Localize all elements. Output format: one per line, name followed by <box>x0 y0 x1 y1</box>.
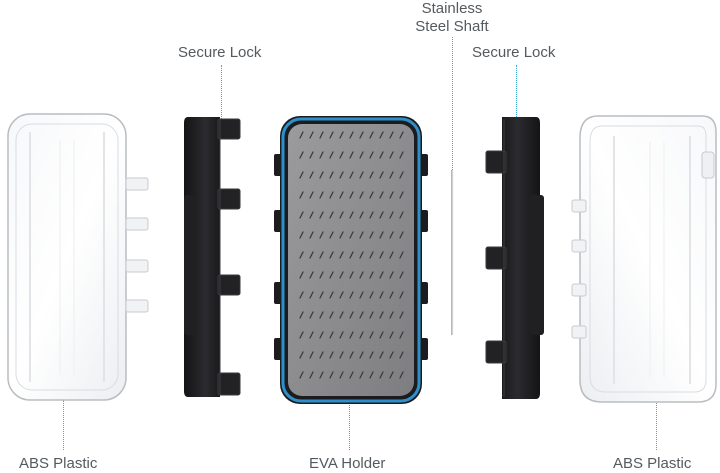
secure-lock-right <box>485 117 544 399</box>
secure-lock-left <box>184 117 241 397</box>
label-abs-plastic-left: ABS Plastic <box>19 455 98 472</box>
label-secure-lock-right: Secure Lock <box>472 44 556 61</box>
label-abs-plastic-right: ABS Plastic <box>613 455 692 472</box>
abs-plastic-lid-left <box>7 113 149 401</box>
leader-stainless-shaft <box>452 37 453 172</box>
label-stainless-line1: Stainless <box>421 0 483 17</box>
label-stainless-steel-shaft: Stainless Steel Shaft <box>404 0 500 36</box>
label-secure-lock-left: Secure Lock <box>178 44 262 61</box>
eva-holder-box <box>274 116 428 404</box>
abs-plastic-lid-right <box>571 115 717 403</box>
leader-secure-lock-right <box>516 65 517 123</box>
label-stainless-line2: Steel Shaft <box>415 18 489 35</box>
label-eva-holder: EVA Holder <box>309 455 386 472</box>
leader-abs-left <box>63 400 64 450</box>
leader-secure-lock-left <box>221 65 222 123</box>
leader-abs-right <box>656 400 657 450</box>
stainless-steel-shaft <box>451 170 454 335</box>
